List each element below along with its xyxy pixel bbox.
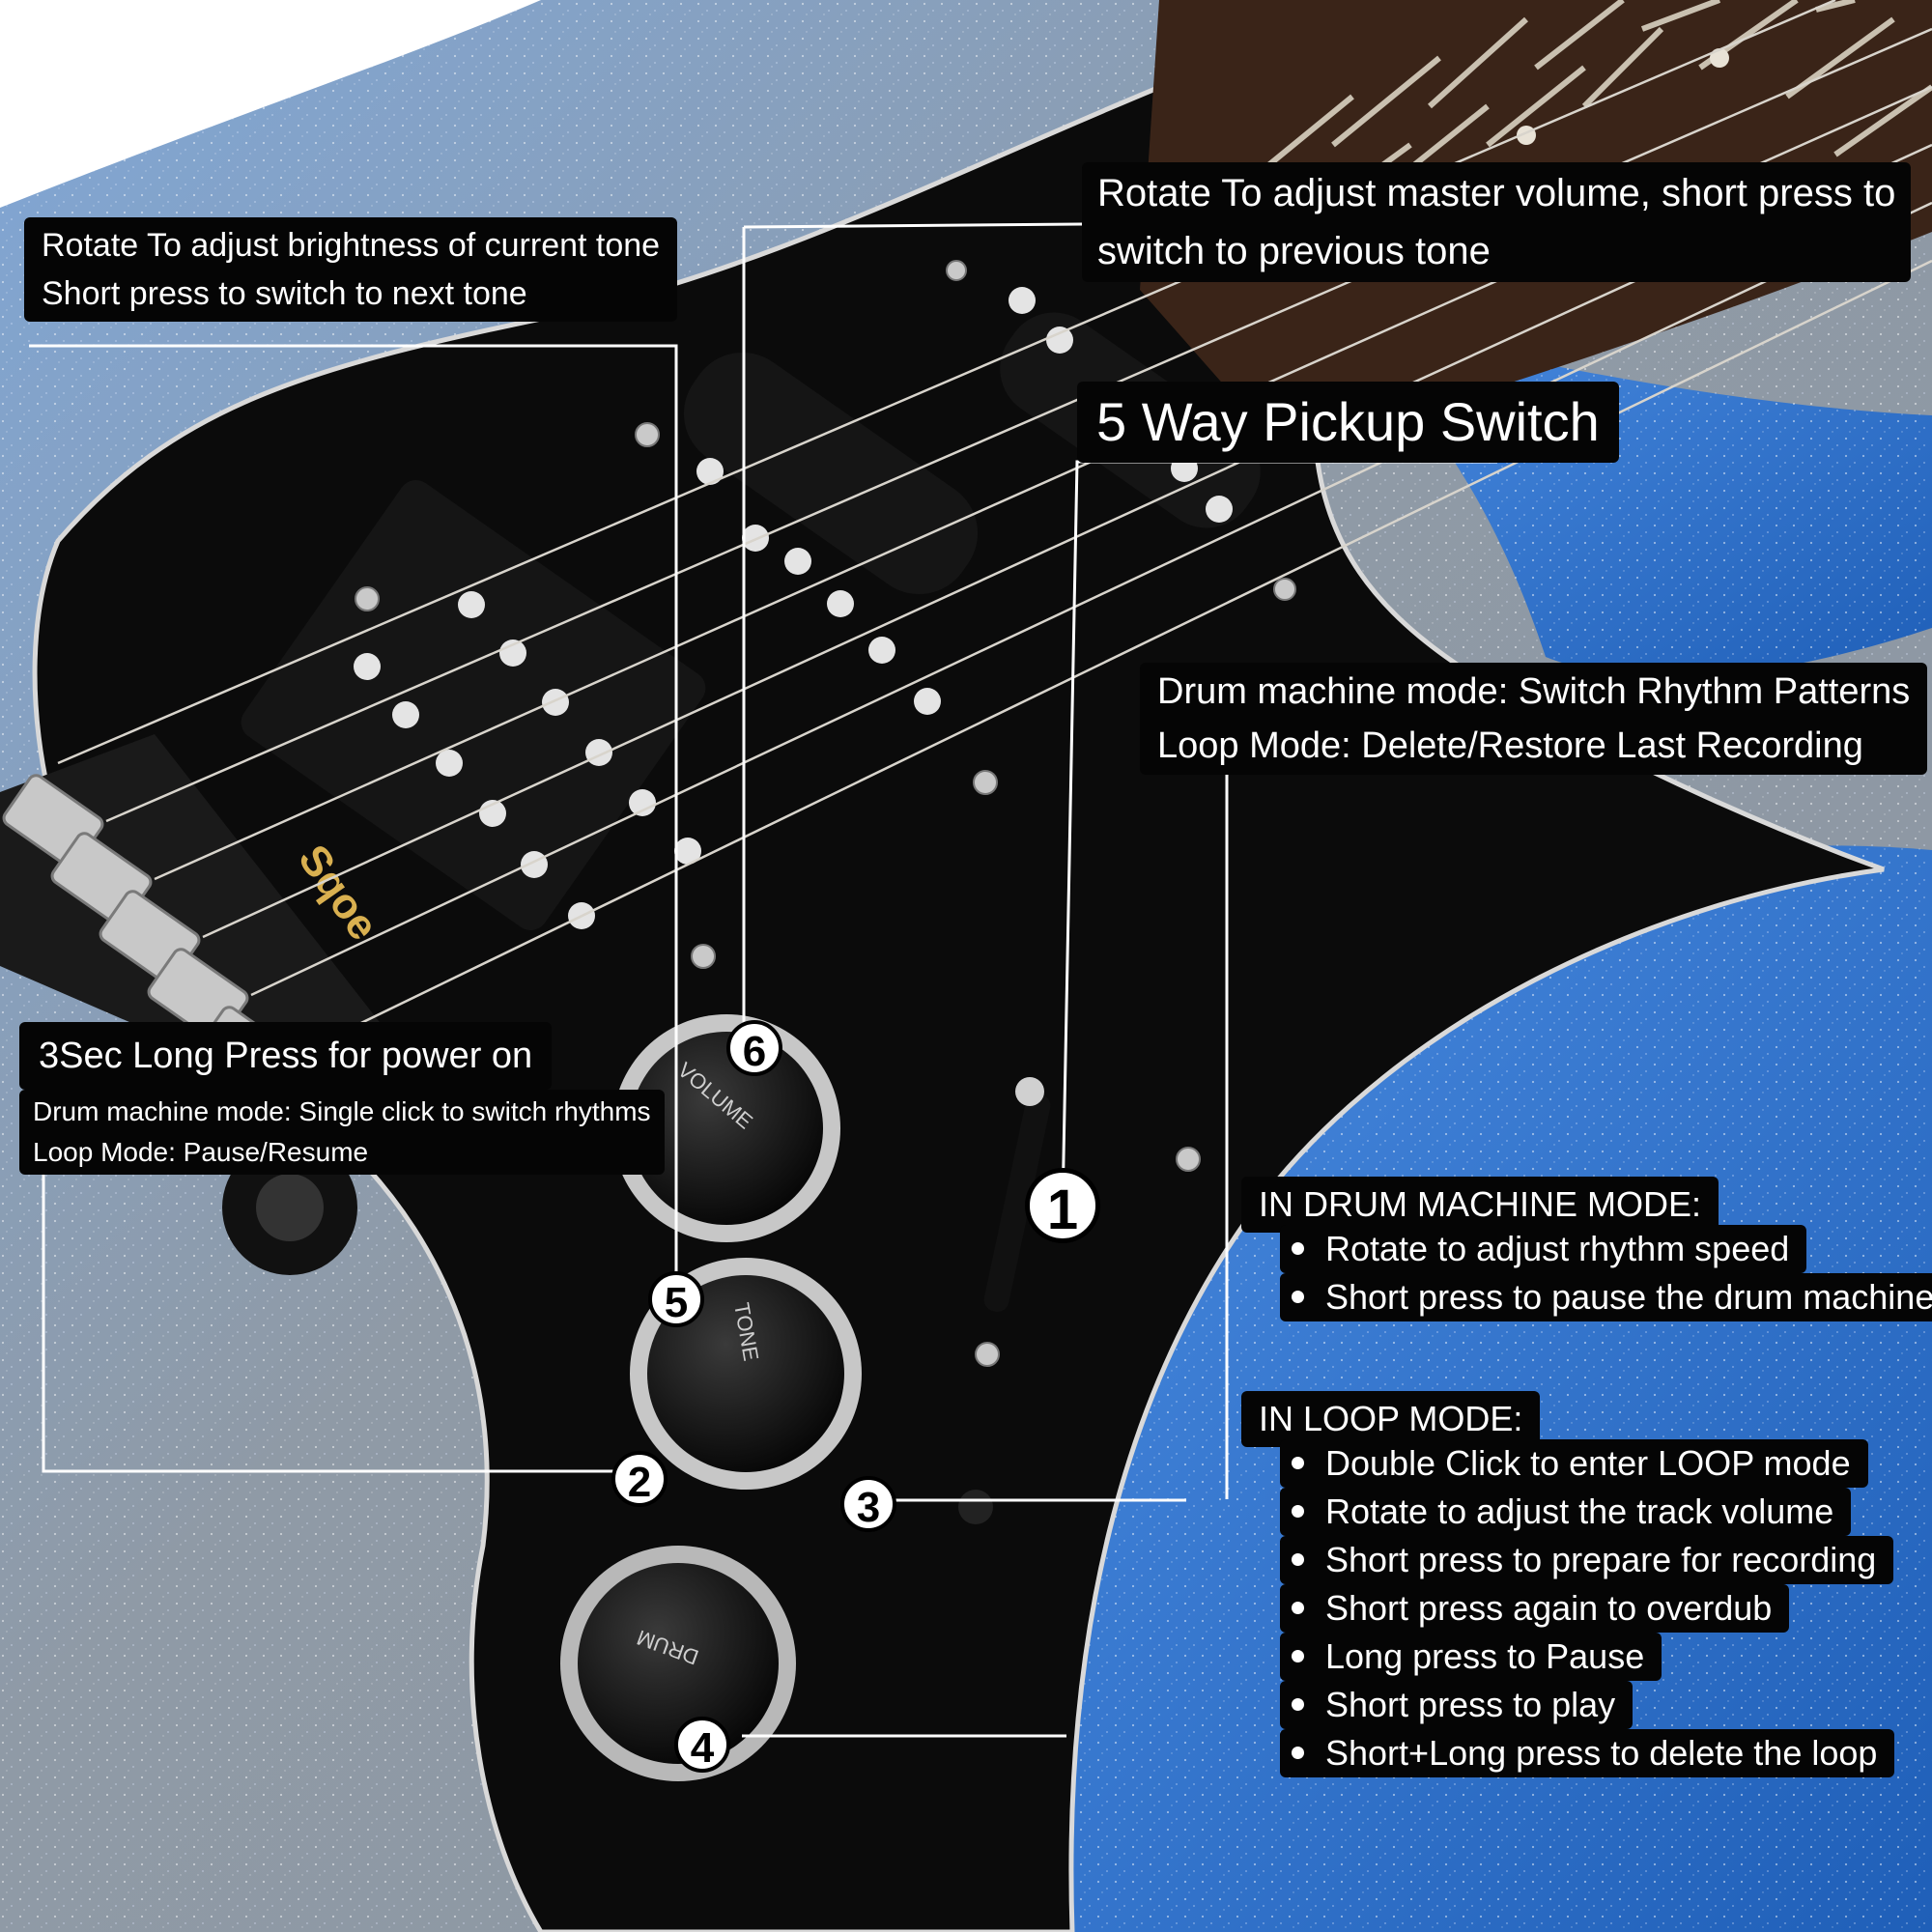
badge-4: 4 bbox=[674, 1717, 730, 1773]
badge-1: 1 bbox=[1025, 1168, 1100, 1243]
drum-pattern-callout: Drum machine mode: Switch Rhythm Pattern… bbox=[1140, 663, 1928, 775]
bullet-icon bbox=[1292, 1290, 1304, 1303]
pickup-switch-callout: 5 Way Pickup Switch bbox=[1077, 382, 1619, 463]
brightness-line-1: Rotate To adjust brightness of current t… bbox=[42, 227, 661, 264]
loop-mode-item: Short press to prepare for recording bbox=[1280, 1536, 1894, 1584]
single-click-line-1: Drum machine mode: Single click to switc… bbox=[33, 1096, 651, 1126]
drum-mode-item: Rotate to adjust rhythm speed bbox=[1280, 1225, 1807, 1273]
loop-mode-item: Rotate to adjust the track volume bbox=[1280, 1488, 1852, 1536]
badge-3: 3 bbox=[840, 1476, 896, 1532]
drum-pattern-line-1: Drum machine mode: Switch Rhythm Pattern… bbox=[1157, 671, 1911, 712]
bullet-icon bbox=[1292, 1746, 1304, 1759]
loop-mode-item: Long press to Pause bbox=[1280, 1633, 1662, 1681]
power-on-callout: 3Sec Long Press for power on bbox=[19, 1022, 553, 1090]
brightness-callout: Rotate To adjust brightness of current t… bbox=[24, 217, 678, 322]
loop-mode-item: Short press to play bbox=[1280, 1681, 1634, 1729]
badge-6: 6 bbox=[726, 1020, 782, 1076]
single-click-callout: Drum machine mode: Single click to switc… bbox=[19, 1090, 665, 1175]
loop-mode-item: Short+Long press to delete the loop bbox=[1280, 1729, 1895, 1777]
master-volume-line-2: switch to previous tone bbox=[1097, 230, 1491, 272]
bullet-icon bbox=[1292, 1649, 1304, 1662]
loop-mode-heading: IN LOOP MODE: bbox=[1241, 1391, 1541, 1447]
loop-mode-item: Short press again to overdub bbox=[1280, 1584, 1790, 1633]
single-click-line-2: Loop Mode: Pause/Resume bbox=[33, 1137, 369, 1167]
bullet-icon bbox=[1292, 1552, 1304, 1566]
bullet-icon bbox=[1292, 1456, 1304, 1469]
master-volume-line-1: Rotate To adjust master volume, short pr… bbox=[1097, 172, 1896, 214]
master-volume-callout: Rotate To adjust master volume, short pr… bbox=[1082, 162, 1912, 282]
drum-mode-heading: IN DRUM MACHINE MODE: bbox=[1241, 1177, 1719, 1233]
drum-pattern-line-2: Loop Mode: Delete/Restore Last Recording bbox=[1157, 725, 1863, 766]
badge-2: 2 bbox=[611, 1451, 668, 1507]
loop-mode-item: Double Click to enter LOOP mode bbox=[1280, 1439, 1868, 1488]
badge-5: 5 bbox=[648, 1271, 704, 1327]
bullet-icon bbox=[1292, 1504, 1304, 1518]
brightness-line-2: Short press to switch to next tone bbox=[42, 275, 527, 312]
bullet-icon bbox=[1292, 1601, 1304, 1614]
drum-mode-item: Short press to pause the drum machine bbox=[1280, 1273, 1932, 1321]
bullet-icon bbox=[1292, 1241, 1304, 1255]
bullet-icon bbox=[1292, 1697, 1304, 1711]
